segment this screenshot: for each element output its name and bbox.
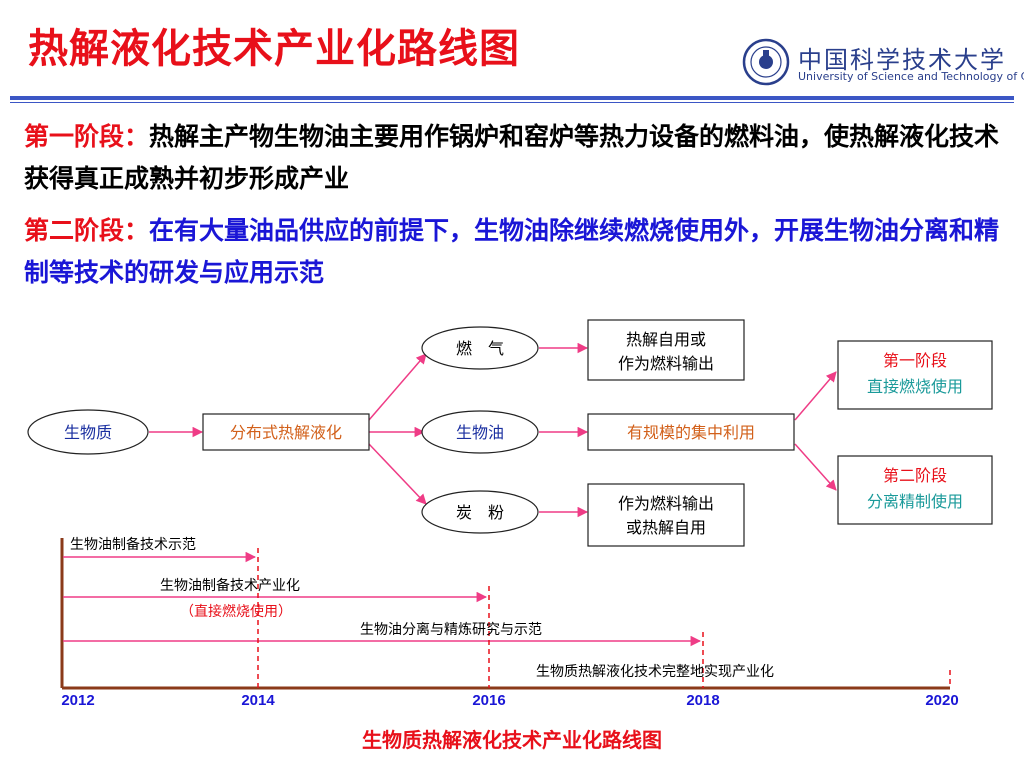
stage1-text: 热解主产物生物油主要用作锅炉和窑炉等热力设备的燃料油，使热解液化技术获得真正成熟…	[24, 122, 1000, 193]
node-stage2-use: 分离精制使用	[867, 492, 963, 511]
node-stage1-title: 第一阶段	[883, 351, 947, 370]
node-char-use-line1: 作为燃料输出	[618, 494, 714, 513]
node-gas-label: 燃 气	[456, 339, 504, 358]
arrow-oil-use-to-stage1	[794, 371, 837, 421]
stage2-label: 第二阶段：	[24, 216, 150, 245]
node-char-label: 炭 粉	[456, 503, 504, 522]
arrow-oil-use-to-stage2	[794, 443, 837, 491]
timeline: 生物油制备技术示范 生物油制备技术产业化 （直接燃烧使用） 生物油分离与精炼研究…	[60, 536, 959, 709]
node-stage2: 第二阶段 分离精制使用	[837, 455, 993, 525]
diagram-caption: 生物质热解液化技术产业化路线图	[362, 728, 662, 752]
node-oil: 生物油	[421, 410, 539, 454]
stage2-paragraph: 第二阶段：在有大量油品供应的前提下，生物油除继续燃烧使用外，开展生物油分离和精制…	[24, 210, 1004, 294]
milestone-4: 生物质热解液化技术完整地实现产业化	[536, 664, 774, 680]
header-rule-thin	[10, 102, 1014, 103]
node-biomass: 生物质	[27, 409, 149, 455]
node-stage1-use: 直接燃烧使用	[867, 377, 963, 396]
milestone-1: 生物油制备技术示范	[70, 536, 196, 553]
node-gas-use-line1: 热解自用或	[626, 330, 706, 349]
arrow-pyrolysis-to-gas	[368, 353, 427, 421]
stage2-text: 在有大量油品供应的前提下，生物油除继续燃烧使用外，开展生物油分离和精制等技术的研…	[24, 216, 1000, 287]
milestone-2: 生物油制备技术产业化	[160, 577, 300, 594]
year-label-2012: 2012	[61, 692, 94, 709]
node-gas: 燃 气	[421, 326, 539, 370]
page-title: 热解液化技术产业化路线图	[28, 26, 520, 72]
milestone-3: 生物油分离与精炼研究与示范	[360, 621, 542, 638]
node-gas-use-line2: 作为燃料输出	[618, 354, 714, 373]
logo-en-text: University of Science and Technology of …	[798, 70, 1024, 83]
year-label-2018: 2018	[686, 692, 719, 709]
header-rule	[10, 96, 1014, 100]
milestone-2-note: （直接燃烧使用）	[180, 603, 292, 620]
node-gas-use: 热解自用或 作为燃料输出	[587, 319, 745, 381]
node-pyrolysis-label: 分布式热解液化	[230, 423, 342, 442]
university-logo: 中国科学技术大学 University of Science and Techn…	[742, 38, 1024, 88]
node-char-use: 作为燃料输出 或热解自用	[587, 483, 745, 547]
node-char: 炭 粉	[421, 490, 539, 534]
flow-connectors	[149, 342, 837, 518]
node-biomass-label: 生物质	[64, 423, 112, 442]
year-label-2014: 2014	[241, 692, 275, 709]
logo-cn-text: 中国科学技术大学	[798, 46, 1006, 74]
year-label-2020: 2020	[925, 692, 958, 709]
university-seal-icon	[742, 38, 790, 86]
node-stage1: 第一阶段 直接燃烧使用	[837, 340, 993, 410]
node-oil-use: 有规模的集中利用	[587, 413, 795, 451]
year-label-2016: 2016	[472, 692, 505, 709]
stage1-label: 第一阶段：	[24, 122, 150, 151]
node-char-use-line2: 或热解自用	[626, 518, 706, 537]
node-oil-label: 生物油	[456, 423, 504, 442]
node-pyrolysis: 分布式热解液化	[202, 413, 370, 451]
node-oil-use-label: 有规模的集中利用	[627, 423, 755, 442]
node-stage2-title: 第二阶段	[883, 466, 947, 485]
arrow-pyrolysis-to-char	[368, 443, 427, 505]
stage1-paragraph: 第一阶段：热解主产物生物油主要用作锅炉和窑炉等热力设备的燃料油，使热解液化技术获…	[24, 116, 1004, 200]
